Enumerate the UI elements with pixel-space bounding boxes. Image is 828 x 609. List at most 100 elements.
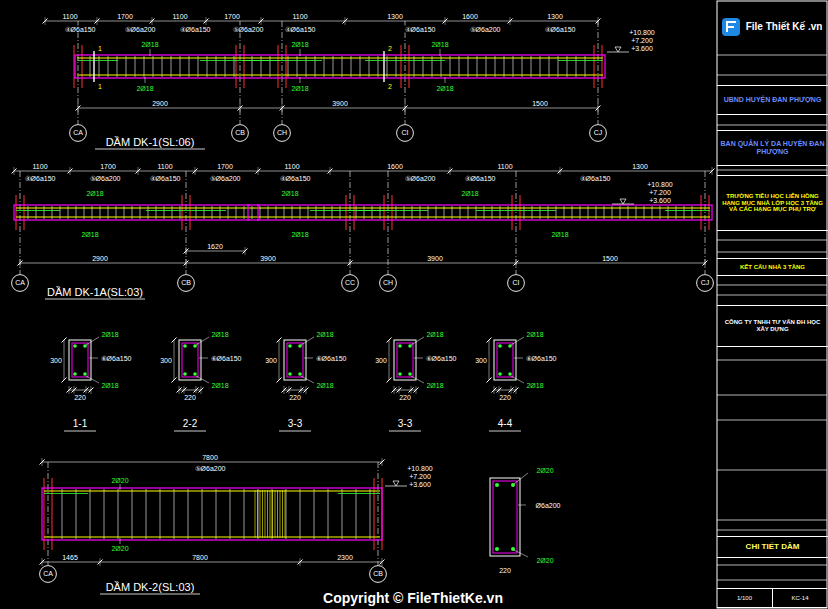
dimension-text: 2Ø18 xyxy=(100,382,119,389)
drawing-line xyxy=(174,489,175,539)
rebar-dot xyxy=(288,372,292,376)
drawing-line xyxy=(486,56,487,77)
drawing-line xyxy=(93,51,94,82)
rebar-dot xyxy=(193,372,197,376)
drawing-line xyxy=(560,167,561,175)
drawing-line xyxy=(394,390,416,391)
drawing-line xyxy=(196,337,209,345)
drawing-line xyxy=(199,358,208,359)
drawing-line xyxy=(450,56,451,77)
drawing-line xyxy=(90,56,91,77)
drawing-line xyxy=(174,431,206,432)
drawing-line xyxy=(602,45,603,88)
dimension-text: 220 xyxy=(288,394,302,401)
drawing-rect xyxy=(69,340,91,380)
drawing-line xyxy=(44,537,380,538)
rebar-dot xyxy=(498,372,502,376)
dimension-text: ④Ø6a150 xyxy=(279,175,312,182)
drawing-line xyxy=(278,45,279,88)
drawing-line xyxy=(411,376,424,383)
drawing-title: 3-3 xyxy=(397,419,413,429)
drawing-line xyxy=(100,558,101,566)
drawing-line xyxy=(356,489,357,539)
drawing-title: 4-4 xyxy=(497,419,513,429)
drawing-line xyxy=(14,171,712,172)
drawing-line xyxy=(257,490,258,538)
drawing-line xyxy=(146,489,147,539)
axis-name: CC xyxy=(345,279,355,287)
drawing-rect xyxy=(494,340,516,380)
dimension-text: 1500 xyxy=(531,100,549,107)
axis-name: CA xyxy=(15,279,25,287)
axis-bubble: CI xyxy=(396,124,414,142)
drawing-line xyxy=(304,358,313,359)
drawing-line xyxy=(705,259,706,267)
drawing-line xyxy=(594,45,595,88)
drawing-line xyxy=(518,505,526,506)
drawing-line xyxy=(445,17,446,25)
title-cell: UBND HUYỆN ĐAN PHƯỢNG xyxy=(717,85,828,115)
drawing-line xyxy=(207,56,208,77)
drawing-line xyxy=(44,478,45,550)
title-text: KẾT CẤU NHÀ 3 TẦNG xyxy=(740,264,805,271)
dimension-text: ⑤Ø6a200 xyxy=(209,175,242,182)
drawing-line xyxy=(236,45,237,88)
drawing-line xyxy=(450,167,451,175)
rebar-dot xyxy=(398,372,402,376)
bubble-circle xyxy=(380,275,397,292)
drawing-line xyxy=(279,340,280,380)
drawing-line xyxy=(414,56,415,77)
dimension-text: 2Ø20 xyxy=(110,545,129,552)
dimension-text: 220 xyxy=(398,394,412,401)
drawing-line xyxy=(286,45,287,88)
dimension-text: ⑥Ø6a150 xyxy=(425,355,458,362)
drawing-line xyxy=(100,594,200,595)
dimension-text: 300 xyxy=(474,357,488,364)
drawing-line xyxy=(717,252,827,253)
drawing-line xyxy=(328,489,329,539)
drawing-line xyxy=(16,208,710,209)
dimension-text: 2Ø18 xyxy=(140,41,159,48)
rebar-dot xyxy=(183,372,187,376)
drawing-line xyxy=(77,60,118,61)
dimension-text: +3.600 xyxy=(648,197,672,204)
logo-icon xyxy=(727,22,736,32)
drawing-line xyxy=(117,56,118,77)
title-cell: KC-14 xyxy=(772,588,827,608)
drawing-line xyxy=(585,56,586,77)
drawing-line xyxy=(300,49,301,56)
drawing-line xyxy=(186,247,187,255)
drawing-line xyxy=(516,171,517,274)
dimension-text: 220 xyxy=(498,394,512,401)
dimension-text: 2Ø18 xyxy=(435,85,454,92)
drawing-line xyxy=(82,45,83,88)
drawing-line xyxy=(423,56,424,77)
drawing-line xyxy=(549,56,550,77)
drawing-line xyxy=(257,204,258,221)
axis-name: CJ xyxy=(701,279,710,287)
drawing-rect xyxy=(14,205,712,220)
drawing-line xyxy=(77,75,603,76)
drawing-line xyxy=(338,493,380,494)
drawing-line xyxy=(324,56,325,77)
dimension-text: +10.800 xyxy=(406,465,434,472)
level-mark xyxy=(615,47,621,52)
dimension-text: 1700 xyxy=(216,163,234,170)
drawing-line xyxy=(252,56,253,77)
dimension-text: +10.800 xyxy=(628,29,656,36)
drawing-line xyxy=(378,56,379,77)
drawing-line xyxy=(76,489,77,539)
dimension-text: 2Ø18 xyxy=(460,190,479,197)
drawing-line xyxy=(198,56,199,77)
dimension-text: ④Ø6a150 xyxy=(284,26,317,33)
drawing-line xyxy=(717,75,827,76)
bubble-circle xyxy=(232,125,249,142)
dimension-text: 2Ø20 xyxy=(110,477,129,484)
axis-bubble: CI xyxy=(507,274,525,292)
axis-name: CA xyxy=(43,570,53,578)
drawing-line xyxy=(24,195,25,230)
axis-bubble: CJ xyxy=(696,274,714,292)
drawing-line xyxy=(717,295,827,296)
rebar-dot xyxy=(508,372,512,376)
drawing-line xyxy=(717,580,827,581)
